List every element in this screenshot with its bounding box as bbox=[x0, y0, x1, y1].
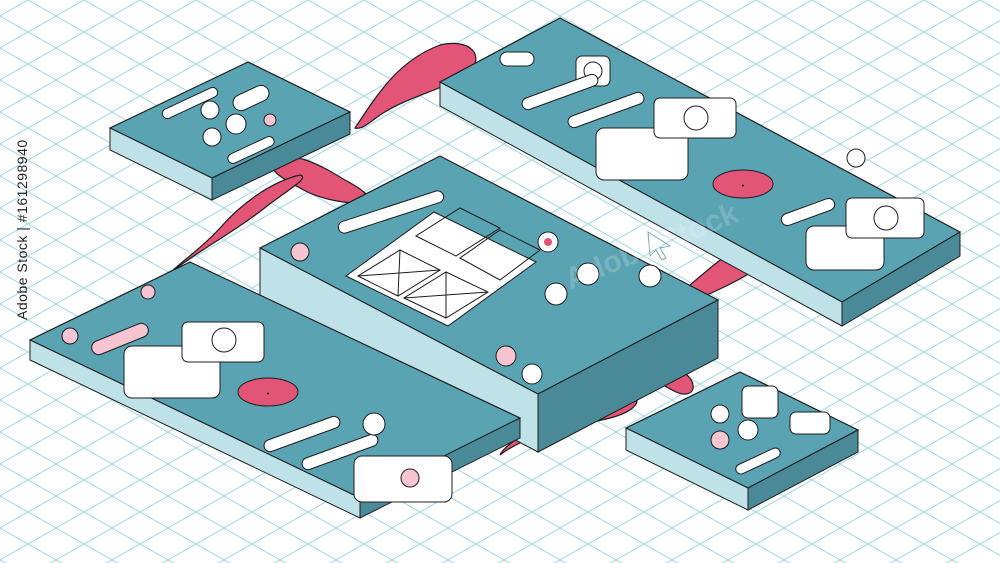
panel-bottom-right bbox=[624, 371, 860, 511]
pink-label-right: • bbox=[741, 182, 745, 190]
panel-top-left bbox=[108, 61, 352, 201]
panel-center bbox=[258, 155, 720, 453]
connector-left-to-center bbox=[164, 174, 304, 279]
cursor-icon bbox=[647, 231, 672, 261]
panel-left: • bbox=[28, 261, 522, 519]
chart-frame-mini bbox=[356, 207, 541, 319]
stock-credit-text: Adobe Stock | #161298940 bbox=[14, 139, 30, 320]
panel-top-right: • bbox=[438, 17, 962, 327]
pink-label-left: • bbox=[266, 390, 270, 398]
